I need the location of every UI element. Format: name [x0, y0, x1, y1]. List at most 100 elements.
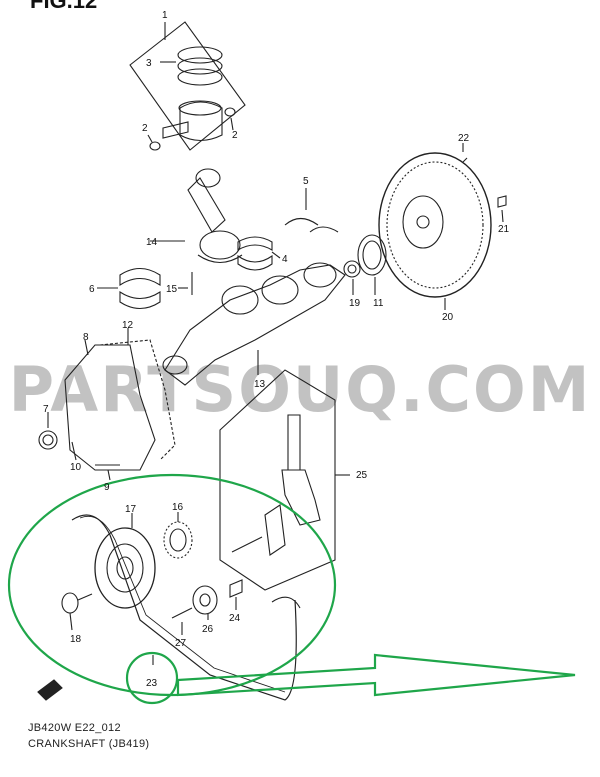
crank-pulley-17 [94, 527, 156, 609]
callout-10: 10 [70, 462, 82, 473]
leader-21 [501, 209, 504, 223]
v-belt-end [271, 596, 301, 609]
bearing-upper-4 [237, 236, 273, 251]
piston-pin [162, 121, 189, 139]
callout-4: 4 [282, 254, 288, 265]
con-rod-small-end [195, 168, 221, 188]
pump-gasket-12 [99, 339, 176, 461]
flywheel-center [416, 215, 430, 229]
callout-13: 13 [254, 379, 266, 390]
thrust-washer-a [284, 217, 319, 226]
piston [179, 101, 223, 142]
callout-6: 6 [89, 284, 95, 295]
callout-15: 15 [166, 284, 178, 295]
tensioner-sleeve [264, 504, 286, 556]
circlip-left [149, 141, 161, 151]
tensioner-spring [287, 414, 301, 471]
leader-18 [69, 612, 73, 631]
callout-8: 8 [83, 332, 89, 343]
pulley-bolt-18 [61, 592, 79, 614]
callout-26: 26 [202, 624, 214, 635]
leader-9 [107, 469, 111, 481]
leader-4 [271, 251, 281, 259]
flywheel-outer [378, 152, 492, 298]
callout-12: 12 [122, 320, 134, 331]
highlight-arrow-icon [176, 653, 576, 697]
pilot-bearing-inner [347, 264, 357, 274]
callout-19: 19 [349, 298, 361, 309]
highlight-circle-23 [125, 651, 179, 705]
v-belt-outer [71, 514, 297, 701]
v-belt-inner [79, 515, 286, 693]
bolt-27 [171, 607, 193, 619]
callout-21: 21 [498, 224, 510, 235]
pilot-bearing [343, 260, 361, 278]
idler-pulley-hub [199, 593, 211, 607]
piston-group-box [129, 21, 246, 151]
oil-seal-front-inner [42, 434, 54, 446]
figure-title: FIG.12 [30, 0, 98, 13]
timing-sprocket-16 [163, 521, 193, 559]
callout-3: 3 [146, 58, 152, 69]
connecting-rod-beam [187, 177, 226, 233]
callout-1: 1 [162, 10, 168, 21]
crank-pulley-groove [106, 543, 144, 593]
callout-9: 9 [104, 482, 110, 493]
piston-ring-3 [177, 68, 223, 86]
tensioner-bracket [281, 469, 321, 526]
nut-24 [229, 579, 243, 598]
figure-caption: CRANKSHAFT (JB419) [28, 738, 150, 750]
flywheel-bolt-21 [497, 195, 507, 208]
callout-25: 25 [356, 470, 368, 481]
crank-web-2 [261, 275, 299, 305]
figure-code: JB420W E22_012 [28, 722, 121, 734]
callout-24: 24 [229, 613, 241, 624]
crank-web-3 [303, 262, 337, 288]
callout-22: 22 [458, 133, 470, 144]
callout-23: 23 [146, 678, 158, 689]
flywheel-teeth [386, 161, 484, 289]
pulley-bolt-shank [77, 593, 93, 601]
leader-2b [230, 117, 234, 131]
dowel-pin-22 [462, 157, 468, 163]
crank-web-1 [221, 285, 259, 315]
callout-16: 16 [172, 502, 184, 513]
oil-seal-rear-inner [362, 240, 382, 270]
callout-27: 27 [175, 638, 187, 649]
flywheel-hub [402, 195, 444, 249]
oil-seal-rear [357, 234, 387, 276]
piston-ring-2 [177, 57, 223, 75]
oil-seal-front-7 [38, 430, 58, 450]
callout-5: 5 [303, 176, 309, 187]
leader-10 [71, 441, 77, 461]
callout-14: 14 [146, 237, 158, 248]
idler-pulley-26 [192, 585, 218, 615]
crankshaft-body [164, 264, 346, 386]
leader-8 [84, 339, 89, 356]
tensioner-group-box [219, 369, 336, 591]
bearing-upper-6 [119, 267, 161, 287]
bearing-lower-4 [237, 254, 273, 271]
circlip-right [224, 107, 236, 117]
watermark: PARTSOUQ.COM [8, 353, 592, 426]
callout-18: 18 [70, 634, 82, 645]
crankshaft-nose [162, 355, 188, 375]
tensioner-bolt [231, 536, 263, 553]
piston-ring-1 [177, 46, 223, 64]
highlight-ellipse [7, 473, 337, 697]
callout-20: 20 [442, 312, 454, 323]
callout-7: 7 [43, 404, 49, 415]
front-arrow-icon [37, 679, 63, 701]
timing-sprocket-hub [169, 528, 187, 552]
thrust-washer-b [309, 226, 339, 233]
piston-crown [178, 100, 222, 116]
callout-2: 2 [142, 123, 148, 134]
callout-17: 17 [125, 504, 137, 515]
oil-pump-case [64, 344, 156, 471]
con-rod-big-end [199, 230, 241, 260]
callout-11: 11 [373, 298, 384, 309]
callout-2: 2 [232, 130, 238, 141]
leader-2a [147, 134, 153, 143]
bearing-lower-6 [119, 290, 161, 310]
